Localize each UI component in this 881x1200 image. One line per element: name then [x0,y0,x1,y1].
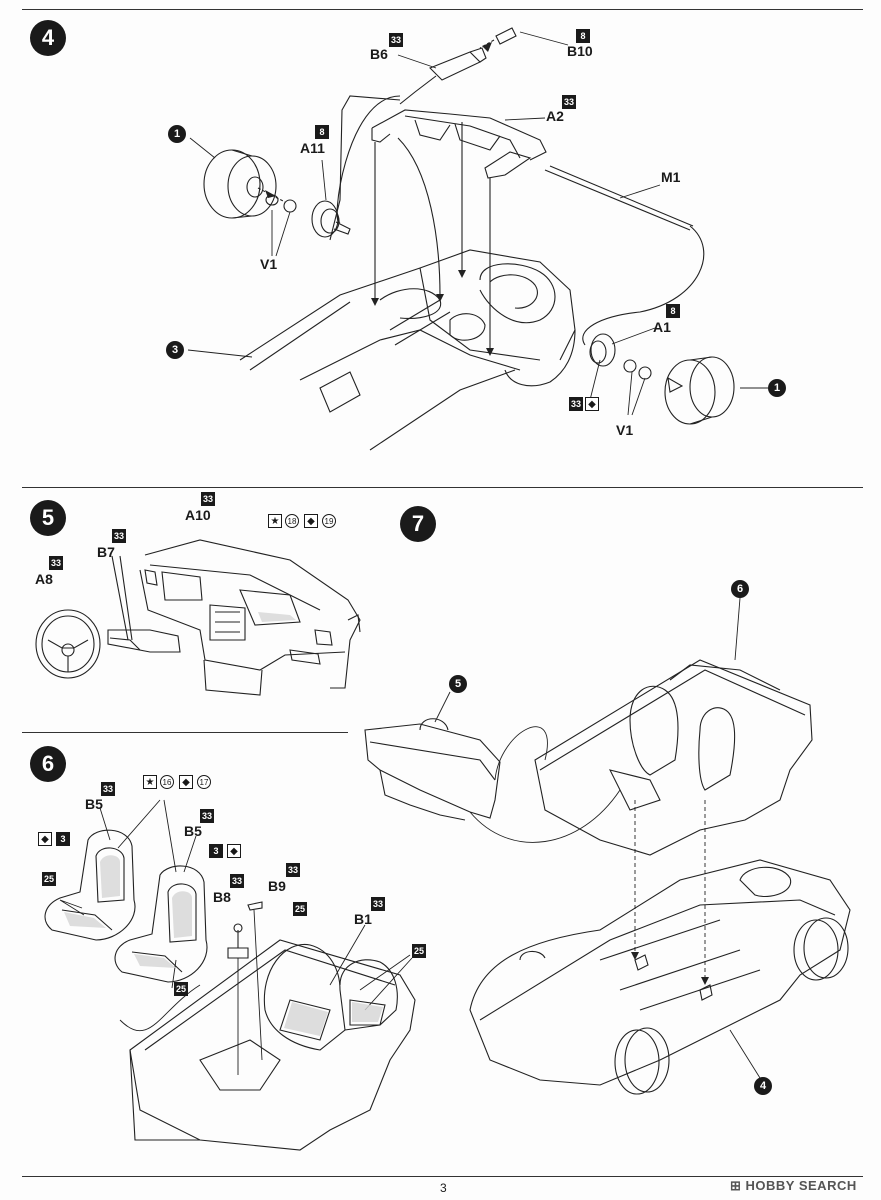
paint-code-tub-right: 25 [412,944,426,958]
dashboard-drawing [140,540,360,695]
rear-axle-drawing [330,96,546,240]
page-number: 3 [440,1181,447,1195]
decal-19: 19 [322,514,336,528]
decal-16: 16 [160,775,174,789]
paint-code-seat-right: 25 [174,982,188,996]
paint-code-b6: 33 [389,33,403,47]
paint-code-left-3: 3 [56,832,70,846]
step7-interior-drawing [535,660,812,855]
watermark-icon: ⊞ [730,1178,746,1193]
ref-chassis-3: 3 [166,341,184,359]
part-b5-left-label: B5 [85,796,103,812]
part-b10-label: B10 [567,43,593,59]
part-b5-right-label: B5 [184,823,202,839]
interior-tub-drawing [130,940,415,1150]
paint-code-a10: 33 [201,492,215,506]
mixed-paint-icon-right: ◆ [227,844,241,858]
divider-step5-6 [22,732,348,733]
rod-m1-drawing [545,170,690,230]
part-a10-label: A10 [185,507,211,523]
paint-code-a1: 8 [666,304,680,318]
part-v1-left-label: V1 [260,256,278,272]
seat-left-drawing [45,830,135,940]
step-number-6: 6 [30,746,66,782]
ref-wheel-left: 1 [168,125,186,143]
seat-right-drawing [115,866,207,982]
ref-wheel-right: 1 [768,379,786,397]
part-b6-label: B6 [370,46,388,62]
paint-code-b7: 33 [112,529,126,543]
decal-17: 17 [197,775,211,789]
part-a2-label: A2 [546,108,564,124]
paint-code-a2: 33 [562,95,576,109]
steering-wheel-drawing [36,610,100,678]
ref-dash-5: 5 [449,675,467,693]
paint-code-b8: 33 [230,874,244,888]
paint-code-b1: 33 [371,897,385,911]
paint-code-a1-bottom: 33 [569,397,583,411]
decal-18: 18 [285,514,299,528]
step-number-7: 7 [400,506,436,542]
ref-chassis-4: 4 [754,1077,772,1095]
top-border [22,9,863,10]
paint-code-seat-left: 25 [42,872,56,886]
paint-code-a8: 33 [49,556,63,570]
mixed-paint-icon-step6: ◆ [179,775,193,789]
ref-interior-6: 6 [731,580,749,598]
part-m1-label: M1 [661,169,681,185]
decal-star-icon: ★ [268,514,282,528]
paint-code-tub-mid: 25 [293,902,307,916]
part-b8-label: B8 [213,889,231,905]
bottom-border [22,1176,863,1177]
mixed-paint-icon-left: ◆ [38,832,52,846]
part-a1-label: A1 [653,319,671,335]
rear-chassis-drawing [240,250,575,450]
step-number-4: 4 [30,20,66,56]
mixed-paint-icon-step5: ◆ [304,514,318,528]
part-a8-label: A8 [35,571,53,587]
part-b9-label: B9 [268,878,286,894]
muffler-drawing [400,28,516,104]
part-a11-label: A11 [300,140,325,156]
paint-code-b10: 8 [576,29,590,43]
step7-dash-drawing [365,719,500,820]
paint-code-b9: 33 [286,863,300,877]
part-v1-right-label: V1 [616,422,634,438]
paint-code-b5-left: 33 [101,782,115,796]
watermark-logo: ⊞ HOBBY SEARCH [730,1178,857,1194]
left-wheel-drawing [204,150,350,237]
paint-code-b5-right: 33 [200,809,214,823]
part-b7-label: B7 [97,544,115,560]
step7-chassis-drawing [470,860,850,1094]
shifter-drawing [228,902,262,958]
paint-code-a11: 8 [315,125,329,139]
part-b1-label: B1 [354,911,372,927]
steering-column-drawing [108,556,180,652]
step-number-5: 5 [30,500,66,536]
watermark-text: HOBBY SEARCH [745,1178,857,1193]
mixed-paint-icon: ◆ [585,397,599,411]
decal-star-icon-step6: ★ [143,775,157,789]
divider-step4 [22,487,863,488]
paint-code-right-3: 3 [209,844,223,858]
